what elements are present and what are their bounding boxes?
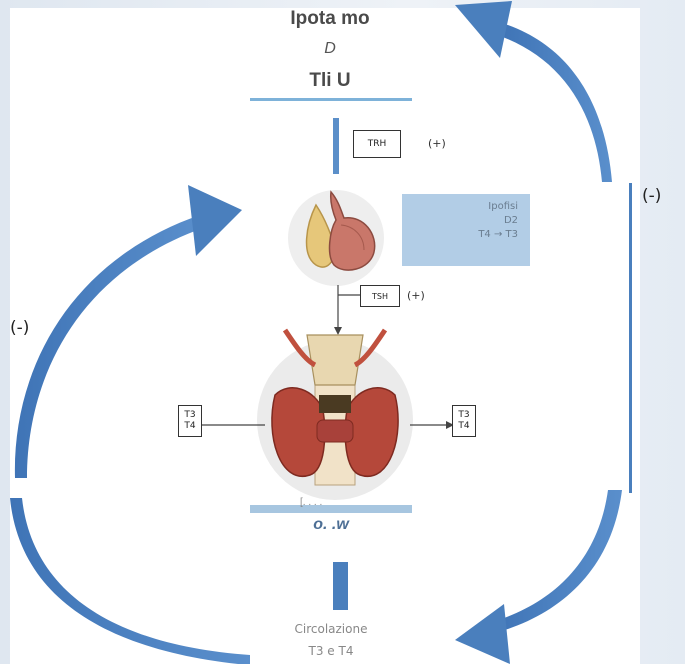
trh-arrow [333,118,339,174]
top-right-feedback-arrow-body [500,24,612,182]
hypothalamus-title: Ipota mo [250,8,410,30]
right-hormone-box: T3 T4 [452,405,476,437]
hypothalamus-subtitle: D [250,40,410,58]
top-divider [250,98,412,101]
lower-band [250,505,412,513]
right-hormone-t4: T4 [458,421,469,432]
circulation-arrow [333,562,348,610]
hypothalamus-line3: Tli U [250,70,410,92]
pituitary-illustration [286,180,386,290]
circulation-label: Circolazione [250,622,412,636]
left-arrowhead [188,185,242,256]
trh-box: TRH [353,130,401,158]
left-hormone-t3: T3 [184,410,195,421]
lower-band-text: [. . . . [300,497,322,508]
pituitary-info-line1: Ipofisi [402,200,518,214]
trh-sign: (+) [428,137,446,150]
top-right-arrowhead [455,1,512,58]
right-hormone-t3: T3 [458,410,469,421]
tsh-sign: (+) [407,289,425,302]
pituitary-info-box: Ipofisi D2 T4 → T3 [402,194,530,266]
left-feedback-sign: (-) [10,318,29,338]
pituitary-info-line2: D2 [402,214,518,228]
circulation-sublabel: T3 e T4 [250,644,412,658]
thyroid-illustration [255,325,415,500]
left-hormone-t4: T4 [184,421,195,432]
right-vertical-line [629,183,632,493]
lower-label: o. .w [250,516,412,534]
left-hormone-box: T3 T4 [178,405,202,437]
pituitary-info-line3: T4 → T3 [402,228,518,242]
bottom-right-feedback-arrow-body [492,490,622,633]
tsh-box: TSH [360,285,400,307]
bottom-right-arrowhead [455,604,510,664]
right-feedback-sign: (-) [642,186,661,206]
bottom-left-arc [10,498,250,664]
